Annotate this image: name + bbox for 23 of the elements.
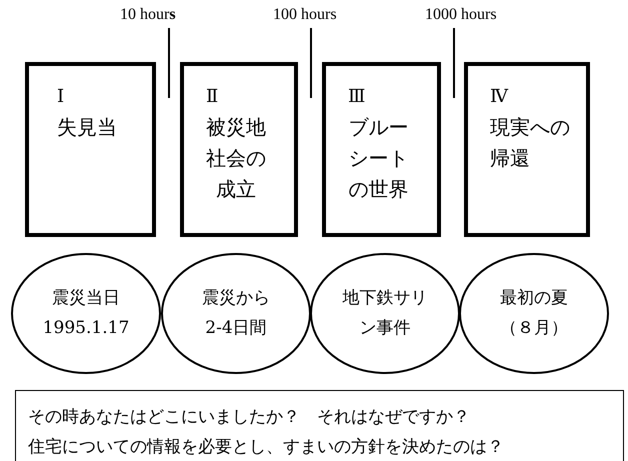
stage-title: 被災地社会の成立 xyxy=(205,114,267,203)
question-text: その時あなたはどこにいましたか？ それはなぜですか？ xyxy=(28,406,471,429)
event-text: 震災当日 xyxy=(52,286,120,310)
stage-box xyxy=(180,62,298,237)
question-text: 住宅についての情報を必要とし、すまいの方針を決めたのは？ xyxy=(28,436,505,459)
stage-box xyxy=(322,62,441,237)
roman-numeral: Ⅰ xyxy=(57,86,64,108)
stage-title: 失見当 xyxy=(57,114,118,141)
roman-numeral: Ⅳ xyxy=(490,86,508,108)
stage-title: ブルーシートの世界 xyxy=(348,114,410,203)
time-label: 10 hours xyxy=(120,6,176,24)
event-text: 震災から2-4日間 xyxy=(201,286,271,340)
stage-box xyxy=(464,62,590,237)
time-label: 1000 hours xyxy=(425,6,497,24)
time-label: 100 hours xyxy=(273,6,337,24)
stage-title: 現実への帰還 xyxy=(490,114,571,172)
event-text: 地下鉄サリン事件 xyxy=(341,286,428,340)
roman-numeral: Ⅱ xyxy=(206,86,218,108)
stage-box xyxy=(25,62,156,237)
question-box xyxy=(15,390,624,461)
event-text: 最初の夏（８月） xyxy=(499,286,569,340)
event-text: 1995.1.17 xyxy=(42,316,130,340)
roman-numeral: Ⅲ xyxy=(348,86,366,108)
